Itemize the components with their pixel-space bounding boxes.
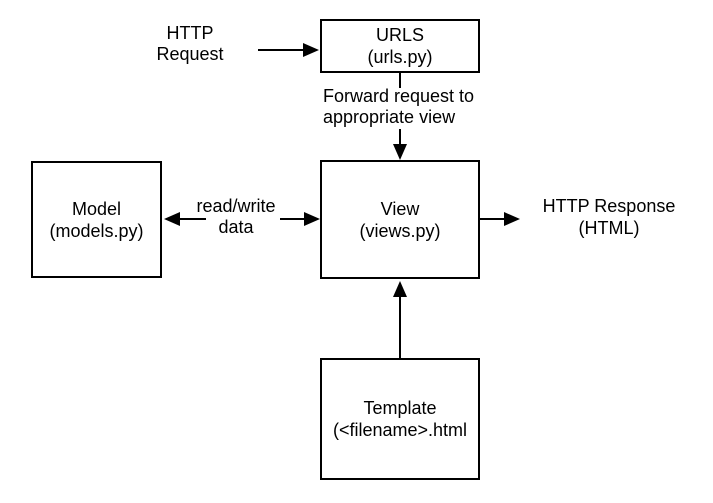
template-box-title: Template — [363, 398, 437, 418]
urls-box-title: URLS — [375, 25, 424, 45]
view-to-response-arrowhead-icon — [504, 212, 520, 226]
read-write-data-label-line1: read/write — [196, 196, 276, 216]
http-request-arrowhead-icon — [303, 43, 319, 57]
http-response-label-line2: (HTML) — [578, 218, 640, 238]
view-box-title: View — [380, 198, 420, 219]
forward-request-label: Forward request to appropriate view — [323, 86, 474, 128]
view-to-response-arrow-line — [480, 218, 505, 220]
http-request-label-line1: HTTP — [166, 23, 214, 43]
model-box-subtitle: (models.py) — [49, 220, 144, 241]
urls-to-view-arrow-line-upper — [399, 73, 401, 88]
template-to-view-arrow-line — [399, 296, 401, 359]
read-write-data-label: read/write data — [176, 196, 296, 238]
model-box: Model (models.py) — [31, 161, 162, 278]
model-to-view-arrow-line — [280, 218, 304, 220]
template-to-view-arrowhead-icon — [393, 281, 407, 297]
template-box-subtitle: (<filename>.html — [332, 420, 468, 440]
view-box: View (views.py) — [320, 160, 480, 279]
view-to-model-arrowhead-icon — [164, 212, 180, 226]
http-request-arrow-line — [258, 49, 304, 51]
read-write-data-label-line2: data — [218, 217, 254, 237]
view-to-model-arrow-line — [180, 218, 206, 220]
urls-box-subtitle: (urls.py) — [367, 47, 433, 67]
http-response-label-line1: HTTP Response — [542, 196, 676, 216]
urls-box: URLS (urls.py) — [320, 19, 480, 73]
model-box-title: Model — [71, 198, 122, 219]
http-request-label: HTTP Request — [130, 23, 250, 65]
urls-to-view-arrowhead-icon — [393, 144, 407, 160]
http-request-label-line2: Request — [156, 44, 224, 64]
http-response-label: HTTP Response (HTML) — [528, 195, 690, 239]
model-to-view-arrowhead-icon — [304, 212, 320, 226]
urls-to-view-arrow-line-lower — [399, 129, 401, 146]
template-box: Template (<filename>.html — [320, 358, 480, 480]
view-box-subtitle: (views.py) — [359, 220, 441, 241]
forward-request-label-line2: appropriate view — [323, 107, 456, 127]
forward-request-label-line1: Forward request to — [323, 86, 475, 106]
